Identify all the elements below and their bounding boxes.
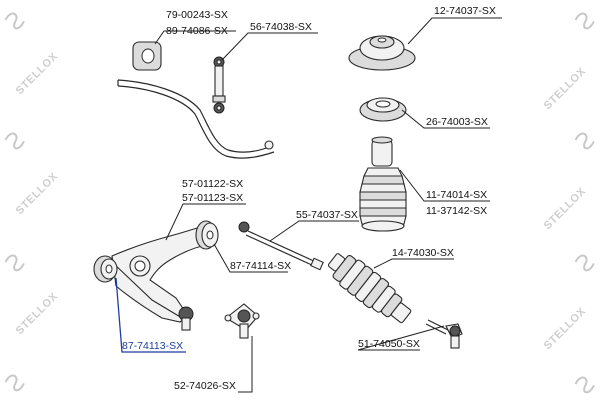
leader-stab-link [221, 32, 318, 61]
watermark-logo-1 [4, 12, 25, 30]
label-steering-boot: 14-74030-SX [392, 247, 454, 259]
label-stab-link: 56-74038-SX [250, 21, 312, 33]
steering-boot [327, 253, 412, 324]
leader-lines [115, 17, 502, 393]
leader-tie-rod [269, 220, 359, 242]
label-tie-rod-end: 51-74050-SX [358, 338, 420, 350]
label-strut-bearing: 26-74003-SX [426, 116, 488, 128]
leader-bump-stop [399, 169, 490, 202]
watermark-logo-3 [4, 254, 25, 272]
label-stab-bushing-a: 79-00243-SX [166, 9, 228, 21]
strut-bearing [359, 97, 407, 122]
tie-rod-axial [238, 221, 324, 271]
label-arm-a: 57-01122-SX [182, 178, 243, 190]
label-ball-joint: 52-74026-SX [174, 380, 236, 392]
leader-stab-bushing [154, 30, 236, 45]
label-bump-stop-b: 11-37142-SX [426, 205, 487, 217]
part-labels: 79-00243-SX 89-74086-SX 56-74038-SX 12-7… [122, 5, 496, 392]
label-stab-bushing-b: 89-74086-SX [166, 25, 228, 37]
watermark-text-1: STELLOX [14, 50, 61, 97]
watermark-logo-2 [4, 132, 25, 150]
arm-bushing-front [93, 255, 118, 283]
watermark-text-2: STELLOX [14, 170, 61, 217]
leader-arm-bushing-rear [213, 243, 288, 273]
leader-strut-bearing [401, 109, 490, 129]
leader-arm [165, 203, 246, 241]
leader-tie-rod-end [357, 325, 445, 351]
watermark-right: STELLOX STELLOX STELLOX [542, 12, 595, 394]
ball-joint [224, 303, 260, 339]
arm-bushing-rear [195, 220, 219, 250]
stabilizer-link [212, 56, 226, 114]
bump-stop-boot [359, 136, 407, 232]
watermark-logo-5 [574, 12, 595, 30]
watermark-left: STELLOX STELLOX STELLOX [4, 12, 61, 392]
leader-ball-joint [238, 336, 253, 393]
watermark-logo-7 [574, 254, 595, 272]
leader-strut-mount [407, 17, 502, 45]
leader-steering-boot [373, 258, 454, 269]
watermark-text-3: STELLOX [14, 290, 61, 337]
watermark-logo-6 [574, 132, 595, 150]
leader-arm-bushing-front [115, 277, 186, 353]
stabilizer-bar-end [264, 140, 274, 150]
tie-rod-end [425, 319, 463, 349]
stabilizer-bar [117, 79, 275, 159]
watermark-text-6: STELLOX [542, 305, 589, 352]
watermark-text-4: STELLOX [542, 65, 589, 112]
arm-ball-joint [178, 306, 194, 331]
strut-mount [348, 35, 416, 71]
label-arm-bushing-front: 87-74113-SX [122, 340, 183, 352]
lower-control-arm [111, 225, 213, 323]
label-strut-mount: 12-74037-SX [434, 5, 496, 17]
label-arm-b: 57-01123-SX [182, 192, 243, 204]
watermark-text-5: STELLOX [542, 185, 589, 232]
watermark-logo-4 [4, 374, 25, 392]
label-arm-bushing-rear: 87-74114-SX [230, 260, 291, 272]
label-tie-rod-axial: 55-74037-SX [296, 209, 358, 221]
watermark-logo-8 [574, 376, 595, 394]
stabilizer-bushing [132, 41, 162, 71]
label-bump-stop-a: 11-74014-SX [426, 189, 487, 201]
